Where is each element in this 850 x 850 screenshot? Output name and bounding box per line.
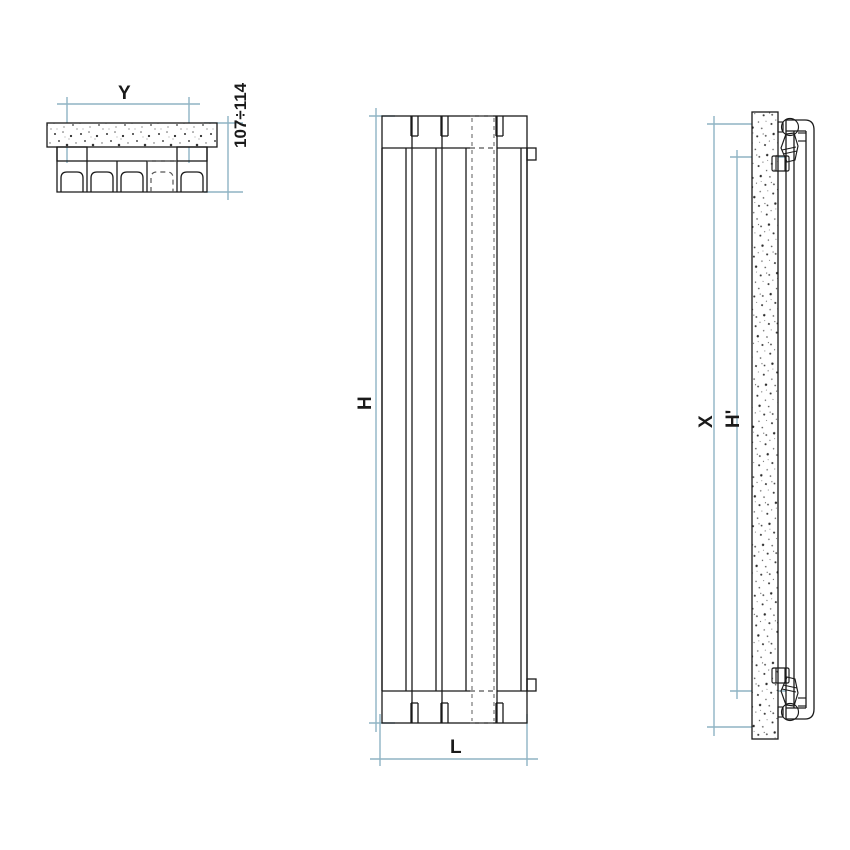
top-view-hidden-notch (147, 160, 177, 192)
dimension-label-y: Y (118, 83, 131, 104)
side-view-wall-slab (751, 111, 779, 740)
dimension-label-x: X (696, 415, 717, 428)
side-view-bottom-valve (771, 667, 806, 722)
dimension-label-h-prime: H' (723, 409, 744, 428)
top-view-group (46, 97, 243, 200)
side-view-group (707, 111, 815, 740)
side-view-top-valve (771, 117, 806, 172)
dimension-label-l: L (450, 737, 462, 758)
front-view-group (369, 108, 538, 766)
front-view-hidden-break (470, 115, 497, 724)
dimension-label-h: H (355, 396, 376, 410)
top-valve-nub (526, 147, 537, 161)
top-view-wall-slab (46, 122, 218, 148)
top-view-radiator-profile (56, 146, 208, 193)
front-view-hidden-fins (471, 118, 495, 721)
dimension-label-depth-range: 107÷114 (231, 82, 250, 148)
bottom-valve-nub (526, 678, 537, 692)
